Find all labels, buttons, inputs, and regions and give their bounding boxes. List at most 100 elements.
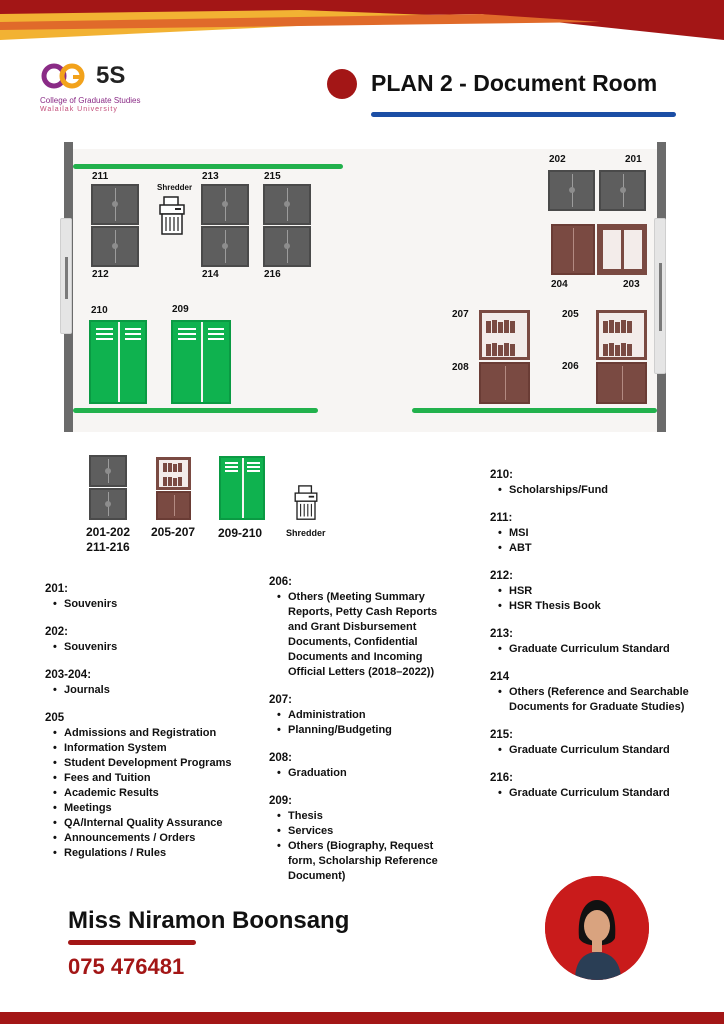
- cabinet-212: [91, 226, 139, 267]
- list-group-title: 207:: [269, 694, 293, 706]
- shelf-205: [596, 310, 647, 360]
- list-group: 201: Souvenirs: [45, 582, 260, 612]
- list-item: ABT: [498, 541, 705, 556]
- list-items: HSRHSR Thesis Book: [490, 584, 705, 614]
- label-205: 205: [562, 309, 579, 320]
- person-photo-icon: [545, 876, 649, 980]
- list-item: Thesis: [277, 809, 449, 824]
- list-items: AdministrationPlanning/Budgeting: [269, 708, 449, 738]
- list-item: QA/Internal Quality Assurance: [53, 816, 260, 831]
- legend-gray-text: 201-202 211-216: [85, 525, 131, 554]
- list-items: Journals: [45, 683, 260, 698]
- locker-210: [89, 320, 147, 404]
- logo-text: 5S: [96, 62, 126, 89]
- label-209: 209: [172, 304, 189, 315]
- list-items: Souvenirs: [45, 640, 260, 655]
- list-column-2: 206: Others (Meeting Summary Reports, Pet…: [269, 575, 449, 897]
- legend-gray-cabinet-bottom: [89, 488, 127, 520]
- list-group: 212: HSRHSR Thesis Book: [490, 569, 705, 614]
- list-item: Regulations / Rules: [53, 846, 260, 861]
- list-group-title: 206:: [269, 576, 293, 588]
- cabinet-201: [599, 170, 646, 211]
- list-group: 209:ThesisServicesOthers (Biography, Req…: [269, 794, 449, 884]
- shelf-207: [479, 310, 530, 360]
- list-group-title: 201:: [45, 583, 69, 595]
- list-item: Graduate Curriculum Standard: [498, 786, 705, 801]
- locker-209: [171, 320, 231, 404]
- list-item: HSR: [498, 584, 705, 599]
- list-items: Others (Meeting Summary Reports, Petty C…: [269, 590, 449, 680]
- avatar: [545, 876, 649, 980]
- contact-name: Miss Niramon Boonsang: [68, 907, 350, 934]
- list-group-title: 210:: [490, 469, 514, 481]
- list-item: Journals: [53, 683, 260, 698]
- bottom-bar: [0, 1012, 724, 1024]
- shredder-icon: [159, 196, 185, 235]
- label-203: 203: [623, 279, 640, 290]
- list-item: Souvenirs: [53, 597, 260, 612]
- list-group-title: 212:: [490, 570, 514, 582]
- list-item: Administration: [277, 708, 449, 723]
- list-group-title: 208:: [269, 752, 293, 764]
- title-underline: [371, 112, 676, 117]
- contact-phone: 075 476481: [68, 954, 185, 979]
- list-item: Meetings: [53, 801, 260, 816]
- list-item: Fees and Tuition: [53, 771, 260, 786]
- list-group-title: 214: [490, 671, 510, 683]
- left-door: [60, 218, 72, 334]
- list-group: 214Others (Reference and Searchable Docu…: [490, 670, 705, 715]
- legend-green-label: 209-210: [218, 526, 263, 540]
- list-group: 210: Scholarships/Fund: [490, 468, 705, 498]
- shelf-203: [597, 224, 647, 275]
- right-door: [654, 218, 666, 374]
- title-dot: [327, 69, 357, 99]
- org-university: Walailak University: [40, 106, 118, 113]
- list-item: HSR Thesis Book: [498, 599, 705, 614]
- list-group: 211: MSIABT: [490, 511, 705, 556]
- list-item: Student Development Programs: [53, 756, 260, 771]
- list-group: 205Admissions and RegistrationInformatio…: [45, 711, 260, 861]
- list-item: Admissions and Registration: [53, 726, 260, 741]
- list-group: 207: AdministrationPlanning/Budgeting: [269, 693, 449, 738]
- list-group: 213:Graduate Curriculum Standard: [490, 627, 705, 657]
- label-201: 201: [625, 154, 642, 165]
- list-items: Souvenirs: [45, 597, 260, 612]
- cabinet-211: [91, 184, 139, 225]
- list-item: MSI: [498, 526, 705, 541]
- cabinet-213: [201, 184, 249, 225]
- label-204: 204: [551, 279, 568, 290]
- cabinet-204: [551, 224, 595, 275]
- label-211: 211: [92, 171, 109, 182]
- list-item: Academic Results: [53, 786, 260, 801]
- legend-brown-label: 205-207: [151, 525, 196, 539]
- list-group: 202: Souvenirs: [45, 625, 260, 655]
- list-group: 208: Graduation: [269, 751, 449, 781]
- green-line-bottom-right: [412, 408, 657, 413]
- cabinet-215: [263, 184, 311, 225]
- list-items: Graduation: [269, 766, 449, 781]
- page-title: PLAN 2 - Document Room: [371, 70, 658, 96]
- top-banner: [0, 0, 724, 40]
- list-items: Graduate Curriculum Standard: [490, 786, 705, 801]
- list-group: 206: Others (Meeting Summary Reports, Pet…: [269, 575, 449, 680]
- list-item: Graduation: [277, 766, 449, 781]
- list-column-3: 210: Scholarships/Fund 211: MSIABT 212: HSRHS…: [490, 468, 705, 814]
- cabinet-202: [548, 170, 595, 211]
- list-group-title: 211:: [490, 512, 513, 524]
- list-items: Graduate Curriculum Standard: [490, 743, 705, 758]
- list-item: Services: [277, 824, 449, 839]
- list-column-1: 201: Souvenirs 202: Souvenirs 203-204: Journa…: [45, 582, 260, 874]
- list-group-title: 203-204:: [45, 669, 92, 681]
- label-210: 210: [91, 305, 108, 316]
- label-202: 202: [549, 154, 566, 165]
- green-line-top: [73, 164, 343, 169]
- list-item: Scholarships/Fund: [498, 483, 705, 498]
- list-group-title: 216:: [490, 772, 514, 784]
- list-item: Souvenirs: [53, 640, 260, 655]
- list-group-title: 205: [45, 712, 65, 724]
- label-215: 215: [264, 171, 281, 182]
- list-group-title: 202:: [45, 626, 69, 638]
- list-item: Others (Biography, Request form, Scholar…: [277, 839, 449, 884]
- list-group-title: 215:: [490, 729, 514, 741]
- list-group-title: 213:: [490, 628, 514, 640]
